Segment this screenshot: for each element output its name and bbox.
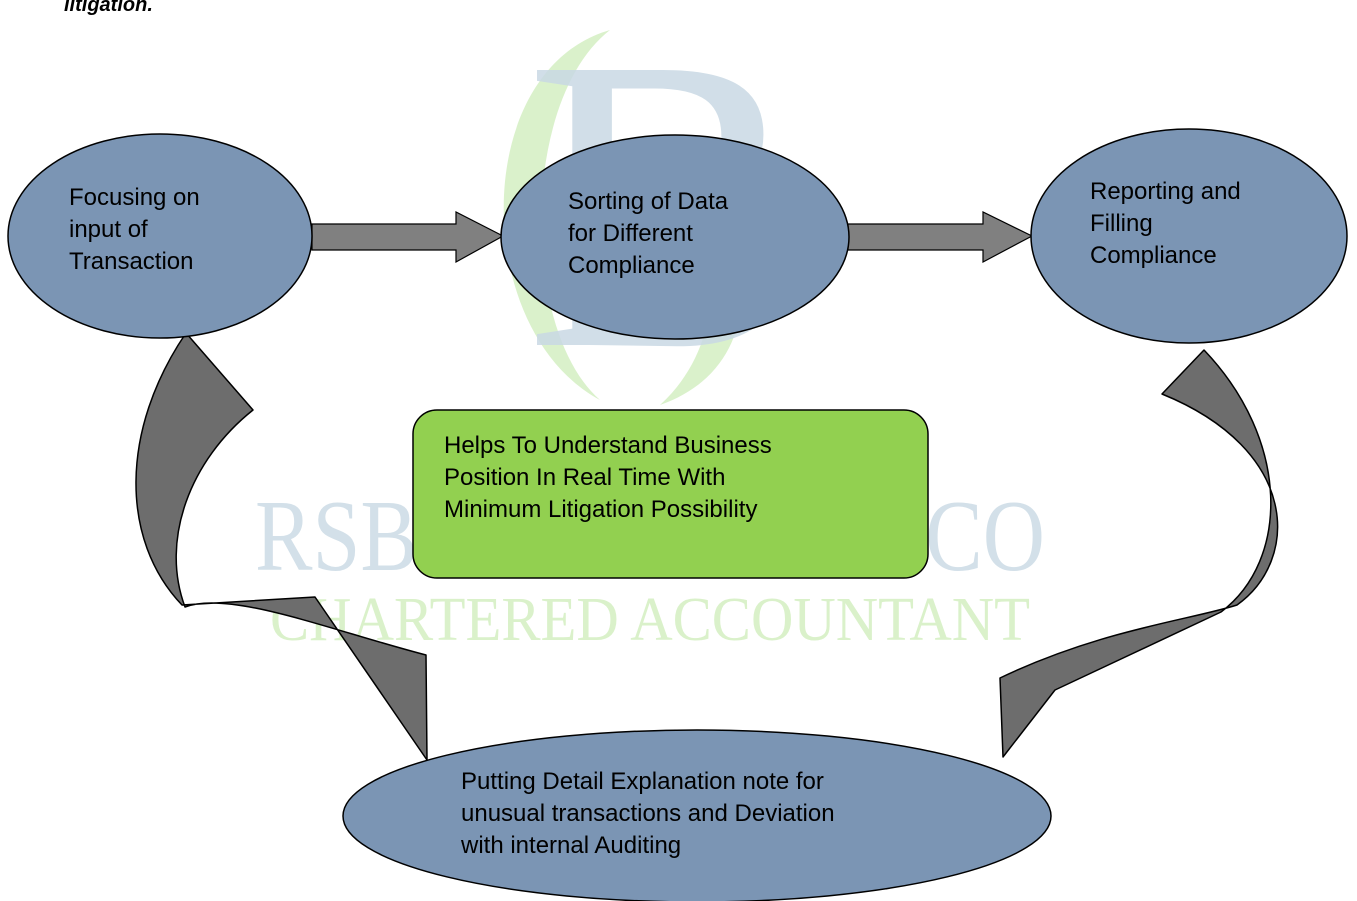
node-reporting-ellipse xyxy=(1030,128,1348,344)
curved-arrow-input-to-explanation xyxy=(135,332,428,761)
watermark-green-swoosh xyxy=(503,30,610,400)
intro-text-fragment: litigation. xyxy=(64,0,153,16)
curved-arrow-reporting-to-explanation xyxy=(999,349,1279,758)
node-explanation-ellipse xyxy=(342,729,1052,901)
center-summary-line-3: Minimum Litigation Possibility xyxy=(444,496,758,523)
node-reporting-line-1: Reporting and xyxy=(1090,178,1241,205)
node-sorting-line-3: Compliance xyxy=(568,252,695,279)
watermark-firm-subtitle: CHARTERED ACCOUNTANT xyxy=(270,586,1030,654)
node-sorting-label: Sorting of Data for Different Compliance xyxy=(568,186,728,282)
node-sorting-ellipse xyxy=(500,134,850,340)
center-summary-box xyxy=(412,409,929,579)
arrow-sorting-to-reporting xyxy=(847,211,1034,263)
node-input-line-2: input of xyxy=(69,216,148,243)
node-reporting-line-2: Filling xyxy=(1090,210,1153,237)
node-explanation-line-3: with internal Auditing xyxy=(461,832,682,859)
node-reporting-line-3: Compliance xyxy=(1090,242,1217,269)
node-input-line-3: Transaction xyxy=(69,248,194,275)
center-summary-line-2: Position In Real Time With xyxy=(444,464,726,491)
node-explanation-line-2: unusual transactions and Deviation xyxy=(461,800,835,827)
node-sorting-line-2: for Different xyxy=(568,220,693,247)
center-summary-line-1: Helps To Understand Business xyxy=(444,432,772,459)
node-explanation-label: Putting Detail Explanation note for unus… xyxy=(461,766,835,862)
node-explanation-line-1: Putting Detail Explanation note for xyxy=(461,768,824,795)
node-input-ellipse xyxy=(7,133,313,339)
center-summary-label: Helps To Understand Business Position In… xyxy=(444,430,772,526)
node-sorting-line-1: Sorting of Data xyxy=(568,188,729,215)
arrow-input-to-sorting xyxy=(311,211,505,264)
node-input-line-1: Focusing on xyxy=(69,184,200,211)
node-reporting-label: Reporting and Filling Compliance xyxy=(1090,176,1241,272)
node-input-label: Focusing on input of Transaction xyxy=(69,182,200,278)
